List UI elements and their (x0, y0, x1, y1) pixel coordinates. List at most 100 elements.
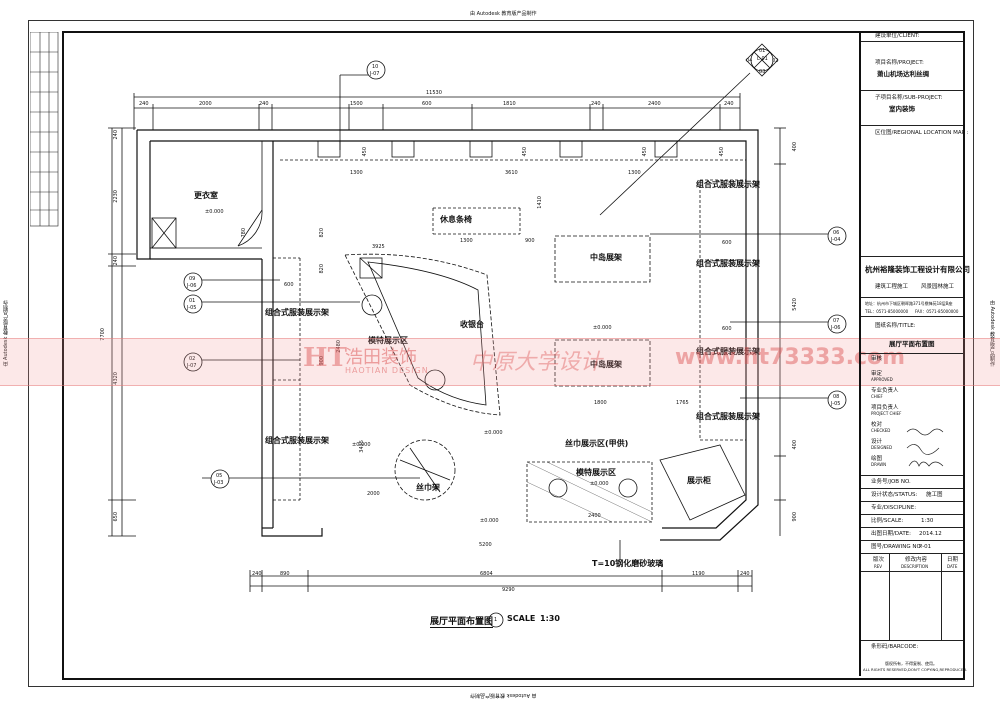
tb-role-en: DESIGNED (871, 445, 893, 450)
tb-footer-1: 版权所有，不得复制、使用。 (885, 661, 937, 666)
watermark-brand-cn: 浩田装饰 (345, 347, 417, 368)
tb-role-en: CHECKED (871, 428, 891, 433)
dim-inner: 600 (722, 240, 732, 246)
dim-top: 240 (139, 101, 149, 107)
rack-left-1: 组合式服装展示架 (265, 308, 329, 317)
watermark-slogan: 中原大学设计 (470, 350, 603, 375)
room-cashier: 收银台 (460, 320, 484, 329)
tb-role-en: PROJECT CHIEF (871, 411, 902, 416)
rack-left-2: 组合式服装展示架 (265, 436, 329, 445)
dim-vert: 820 (319, 228, 325, 238)
callout-number: 07 (833, 318, 840, 324)
right-edu-note: 由 Autodesk 教育版产品制作 (989, 300, 995, 367)
level-mark: ±0.000 (352, 442, 371, 448)
view-number: 1 (494, 617, 498, 623)
dim-left: 240 (113, 256, 119, 266)
tb-company-row: 杭州裕隆装饰工程设计有限公司 建筑工程施工 风景园林施工 (861, 257, 970, 298)
signature-icon (906, 428, 944, 467)
dim-right: 5420 (792, 298, 798, 311)
level-mark: ±0.000 (593, 325, 612, 331)
tb-service-1: 建筑工程施工 (875, 284, 909, 290)
dim-bottom: 890 (280, 571, 290, 577)
tb-phone: TEL：0571-85000000 (865, 309, 909, 314)
dim-inner: 2000 (367, 491, 380, 497)
scale-label: SCALE (507, 614, 536, 623)
tb-project-value: 萧山机场达利丝绸 (877, 70, 929, 78)
level-mark: ±0.000 (205, 209, 224, 215)
room-island-2: 中岛展架 (590, 360, 622, 369)
callout-number: 10 (372, 64, 379, 70)
rack-right-3: 组合式服装展示架 (696, 347, 760, 356)
watermark-brand-en: HAOTIAN DESIGN (345, 366, 429, 375)
callout-ref: J-05 (831, 401, 841, 407)
glass-note: T=10钢化磨砂玻璃 (592, 559, 664, 568)
tb-barcode-row: 条形码/BARCODE: (861, 641, 963, 653)
tb-status-label: 设计状态/STATUS: (871, 492, 918, 498)
tb-date-label: 出图日期/DATE: (871, 531, 912, 537)
tb-date-row: 出图日期/DATE: 2014.12 (861, 528, 963, 541)
left-sign-grid (30, 32, 59, 227)
dim-top: 1500 (350, 101, 363, 107)
tb-role: 校对 (871, 422, 883, 428)
dim-right: 400 (792, 142, 798, 152)
callout-ref: J-03 (214, 480, 224, 486)
dim-inner: 2400 (588, 513, 601, 519)
dim-vert: 450 (719, 147, 725, 157)
sheet-inner-border (62, 31, 965, 680)
dim-right: 400 (792, 440, 798, 450)
tb-roles-block: 审核 审定 APPROVED 专业负责人 CHIEF 项目负责人 PROJECT… (861, 354, 963, 476)
room-rest-bench: 休息条椅 (440, 215, 472, 224)
dim-top: 2000 (199, 101, 212, 107)
dim-inner: 3925 (372, 244, 385, 250)
dim-inner: 600 (722, 326, 732, 332)
dim-inner: 1800 (594, 400, 607, 406)
scale-value: 1:30 (540, 614, 560, 623)
dim-bottom: 240 (252, 571, 262, 577)
tb-job-row: 业务号/JOB NO. (861, 476, 963, 489)
tb-drawing-no-value: P-01 (919, 544, 932, 550)
dim-inner: 1300 (460, 238, 473, 244)
rack-right-1: 组合式服装展示架 (696, 180, 760, 189)
tb-rev-col-2: 修改内容 (905, 557, 928, 563)
tb-drawing-no-label: 图号/DRAWING NO. (871, 544, 923, 550)
dim-bottom: 1190 (692, 571, 705, 577)
room-feature-1: 模特展示区 (368, 336, 408, 345)
watermark-logo-icon: HT (303, 343, 347, 373)
room-changing: 更衣室 (194, 191, 218, 200)
dim-vert: 820 (319, 264, 325, 274)
tb-drawing-name-label: 图纸名称/TITLE: (875, 323, 916, 329)
tb-discipline-label: 专业/DISCIPLINE: (871, 505, 917, 511)
title-block: 建设单位/CLIENT: 项目名称/PROJECT: 萧山机场达利丝绸 子项目名… (859, 31, 970, 676)
tb-fax: FAX：0571-85000000 (915, 309, 959, 314)
tb-drawing-name-row: 图纸名称/TITLE: 展厅平面布置图 (861, 321, 963, 354)
tb-subproject-label: 子项目名称/SUB-PROJECT: (875, 95, 943, 101)
tb-address: 地址：杭州市下城区朝晖路371号鼎锋苑18层B座 (865, 301, 953, 306)
callout-number: 05 (216, 473, 223, 479)
callout-ref: J-06 (187, 283, 197, 289)
tb-rev-divider (889, 554, 890, 640)
callout-ref: J-05 (187, 305, 197, 311)
dim-right: 900 (792, 512, 798, 522)
tb-rev-col-3-en: DATE (947, 564, 958, 569)
tb-role: 审定 (871, 371, 883, 377)
watermark-band (0, 338, 1000, 386)
tb-role: 设计 (871, 439, 883, 445)
dim-inner: 1300 (350, 170, 363, 176)
dim-vert: 450 (642, 147, 648, 157)
tb-scale-value: 1:30 (921, 518, 934, 524)
tb-rev-col-1: 版次 (873, 557, 885, 563)
tb-rev-col-1-en: REV (874, 564, 883, 569)
callout-ref: J-07 (370, 71, 380, 77)
dim-top: 600 (422, 101, 432, 107)
tb-project-label: 项目名称/PROJECT: (875, 60, 924, 66)
tb-role: 专业负责人 (871, 388, 899, 394)
sheet-outer-border (28, 20, 974, 687)
room-display-cabinet: 展示柜 (687, 476, 711, 485)
dim-left: 2230 (113, 190, 119, 203)
dim-vert: 3435 (359, 440, 365, 453)
rack-right-2: 组合式服装展示架 (696, 259, 760, 268)
tb-date-value: 2014.12 (919, 531, 942, 537)
dim-left: 240 (113, 130, 119, 140)
index-right: 02 (772, 58, 779, 64)
callout-ref: J-07 (187, 363, 197, 369)
